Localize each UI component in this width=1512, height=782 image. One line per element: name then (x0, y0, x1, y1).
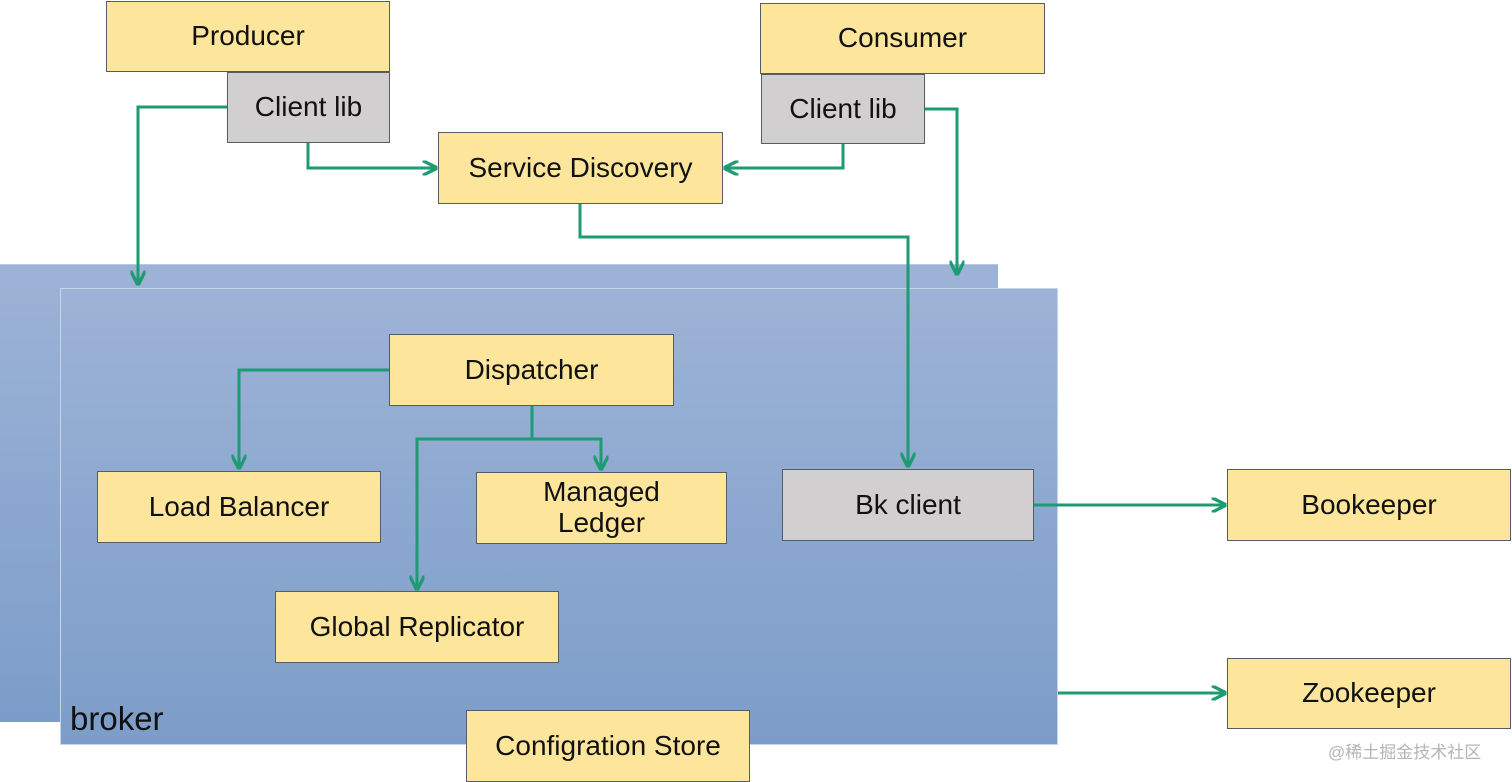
global-replicator-label: Global Replicator (309, 610, 525, 642)
bk-client-box: Bk client (782, 469, 1034, 541)
bookeeper-label: Bookeeper (1301, 488, 1437, 520)
global-replicator-box: Global Replicator (275, 591, 559, 663)
service-discovery-box: Service Discovery (438, 132, 723, 204)
producer-label: Producer (191, 20, 305, 52)
zookeeper-box: Zookeeper (1227, 658, 1511, 729)
load-balancer-label: Load Balancer (148, 490, 330, 522)
consumer-client-lib-label: Client lib (789, 92, 897, 124)
configuration-store-label: Configration Store (495, 729, 721, 761)
edge-producer-to-broker (138, 105, 227, 284)
managed-ledger-label-line1: Managed (543, 476, 660, 508)
zookeeper-label: Zookeeper (1302, 677, 1436, 709)
producer-client-lib-label: Client lib (254, 91, 363, 123)
consumer-label: Consumer (837, 22, 968, 54)
edge-consumer-to-broker (925, 107, 957, 274)
edge-consumer-to-service-discovery (725, 144, 845, 168)
edge-producer-to-service-discovery (306, 143, 436, 168)
consumer-client-lib-box: Client lib (761, 74, 925, 144)
load-balancer-box: Load Balancer (97, 471, 381, 543)
configuration-store-box: Configration Store (466, 710, 750, 782)
producer-box: Producer (106, 1, 390, 72)
bookeeper-box: Bookeeper (1227, 469, 1511, 541)
managed-ledger-box: Managed Ledger (476, 472, 727, 544)
bk-client-label: Bk client (855, 488, 961, 520)
broker-label: broker (70, 700, 164, 737)
dispatcher-label: Dispatcher (464, 353, 599, 385)
consumer-box: Consumer (760, 3, 1045, 74)
managed-ledger-label-line2: Ledger (557, 507, 646, 538)
watermark: @稀土掘金技术社区 (1328, 743, 1482, 762)
producer-client-lib-box: Client lib (227, 72, 390, 143)
dispatcher-box: Dispatcher (389, 334, 674, 406)
service-discovery-label: Service Discovery (468, 151, 693, 183)
